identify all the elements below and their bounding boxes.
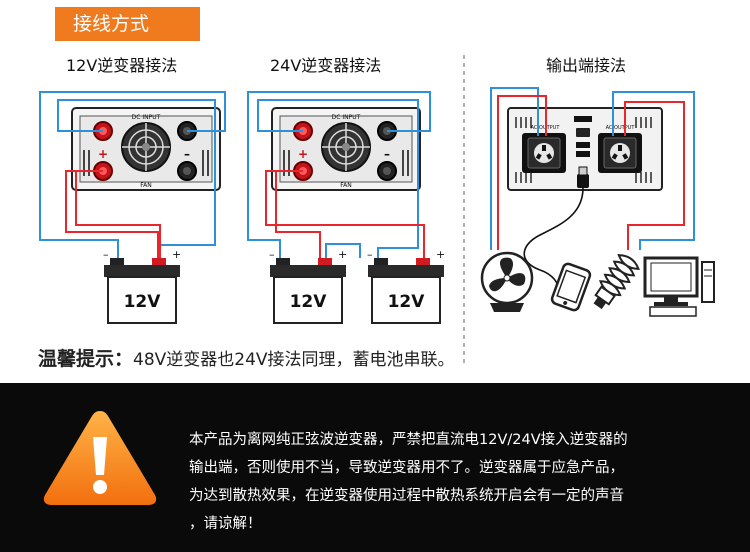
dc-input-label: DC INPUT [132, 114, 161, 121]
wiring-diagram: DC INPUT FAN + – [39, 55, 715, 365]
svg-text:+: + [338, 248, 347, 261]
warning-line: ，请谅解！ [189, 516, 262, 532]
svg-text:+: + [436, 248, 445, 261]
svg-text:–: – [184, 147, 190, 161]
svg-text:–: – [384, 147, 390, 161]
section-tag: 接线方式 [55, 7, 200, 41]
bulb-icon [593, 254, 640, 310]
tip-note: 温馨提示：48V逆变器也24V接法同理，蓄电池串联。 [38, 344, 455, 371]
ac-output-label: AC OUTPUT [606, 125, 636, 131]
warning-banner: 本产品为离网纯正弦波逆变器，严禁把直流电12V/24V接入逆变器的 输出端，否则… [0, 383, 750, 552]
fan-label: FAN [340, 182, 352, 189]
fan-label: FAN [140, 182, 152, 189]
svg-text:–: – [103, 248, 109, 261]
dc-input-label: DC INPUT [332, 114, 361, 121]
battery-1: 12V – + [103, 248, 181, 324]
tip-text: 48V逆变器也24V接法同理，蓄电池串联。 [133, 350, 455, 370]
usb-plug-icon [577, 174, 589, 188]
computer-icon [643, 256, 715, 317]
warning-line: 输出端，否则使用不当，导致逆变器用不了。逆变器属于应急产品， [189, 460, 624, 476]
power-switch [576, 128, 590, 137]
inverter-12v: DC INPUT FAN + – [71, 107, 221, 191]
svg-text:–: – [367, 248, 373, 261]
tip-prefix: 温馨提示： [38, 348, 134, 370]
usb-port [576, 142, 590, 148]
svg-text:+: + [98, 147, 108, 161]
battery-3: 12V – + [367, 248, 445, 324]
title-output: 输出端接法 [546, 56, 627, 75]
svg-text:+: + [298, 147, 308, 161]
battery-voltage: 12V [290, 292, 328, 312]
warning-text: 本产品为离网纯正弦波逆变器，严禁把直流电12V/24V接入逆变器的 输出端，否则… [189, 426, 719, 538]
svg-text:–: – [269, 248, 275, 261]
title-24v: 24V逆变器接法 [270, 56, 382, 75]
phone-icon [550, 262, 592, 312]
output-panel: AC OUTPUT AC OUTPUT [507, 107, 663, 191]
battery-voltage: 12V [388, 292, 426, 312]
fan-icon [480, 251, 534, 312]
title-12v: 12V逆变器接法 [66, 56, 178, 75]
battery-2: 12V – + [269, 248, 347, 324]
warning-line: 为达到散热效果，在逆变器使用过程中散热系统开启会有一定的声音 [189, 488, 624, 504]
svg-text:+: + [172, 248, 181, 261]
warning-icon [43, 411, 157, 505]
warning-line: 本产品为离网纯正弦波逆变器，严禁把直流电12V/24V接入逆变器的 [189, 432, 628, 448]
wiring-panel: 接线方式 12V逆变器接法 24V逆变器接法 输出端接法 DC INPUT FA… [38, 7, 715, 371]
usb-port [576, 151, 590, 157]
inverter-24v: DC INPUT FAN + – [271, 107, 421, 191]
battery-voltage: 12V [124, 292, 162, 312]
